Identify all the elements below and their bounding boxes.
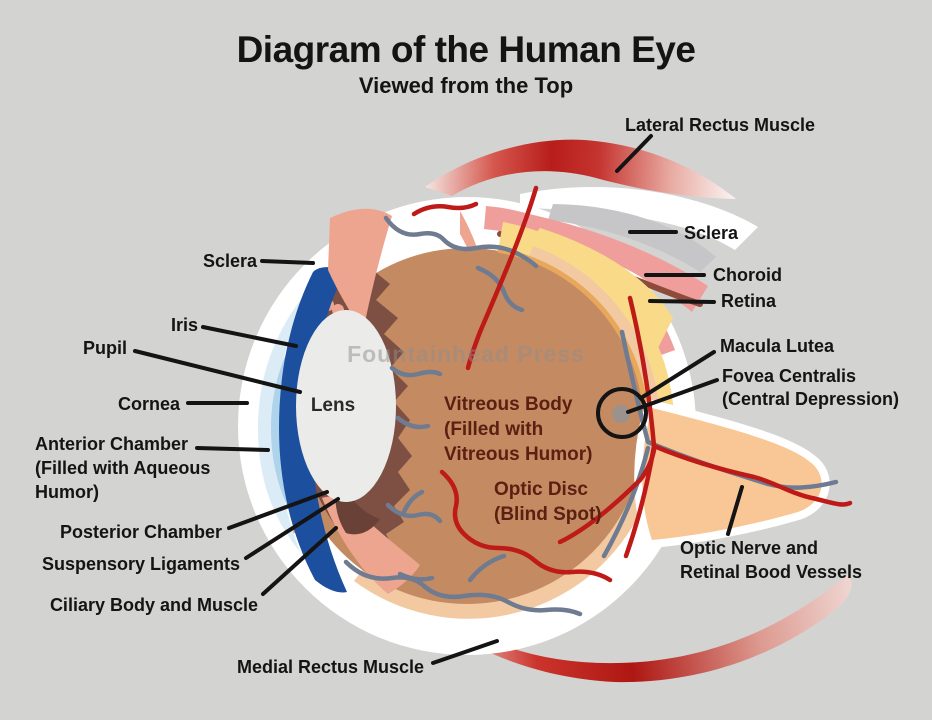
gray-vessel xyxy=(601,445,651,559)
label-iris: Iris xyxy=(171,315,198,335)
leader-fovea xyxy=(626,378,719,414)
leader-posterior-chamber xyxy=(227,490,329,530)
gray-vessel xyxy=(389,365,443,378)
leader-pupil xyxy=(133,349,302,394)
label-fovea-line2: (Central Depression) xyxy=(722,389,899,409)
gray-vessel xyxy=(475,265,525,313)
label-optic-disc-line1: Optic Disc xyxy=(494,479,588,500)
fovea-centralis-dot xyxy=(612,405,630,423)
outer-labels: Lateral Rectus Muscle Sclera Choroid Ret… xyxy=(35,115,899,677)
retinal-vessels-red xyxy=(411,185,853,583)
page-subtitle: Viewed from the Top xyxy=(359,73,573,98)
red-vessel xyxy=(465,185,539,371)
label-medial-rectus: Medial Rectus Muscle xyxy=(237,657,424,677)
label-sclera-left: Sclera xyxy=(203,251,258,271)
label-suspensory: Suspensory Ligaments xyxy=(42,554,240,574)
label-anterior-line3: Humor) xyxy=(35,482,99,502)
gray-vessel xyxy=(343,559,583,617)
label-ciliary: Ciliary Body and Muscle xyxy=(50,595,258,615)
page-title: Diagram of the Human Eye xyxy=(237,29,696,70)
red-vessel xyxy=(627,295,853,507)
sclera-cut-gray-band-shape xyxy=(548,204,716,272)
medial-rectus-muscle-shape xyxy=(428,574,852,683)
leader-macula xyxy=(639,350,716,400)
leader-medial-rectus xyxy=(431,639,499,665)
label-lateral-rectus: Lateral Rectus Muscle xyxy=(625,115,815,135)
leader-anterior-chamber xyxy=(195,446,270,452)
leader-optic-nerve xyxy=(726,485,744,536)
label-vitreous-line1: Vitreous Body xyxy=(444,394,573,415)
label-fovea-line1: Fovea Centralis xyxy=(722,366,856,386)
label-optic-disc-line2: (Blind Spot) xyxy=(494,504,602,525)
label-posterior-chamber: Posterior Chamber xyxy=(60,522,222,542)
leader-iris xyxy=(201,325,298,348)
anterior-chamber-shape xyxy=(271,308,312,544)
label-vitreous-line2: (Filled with xyxy=(444,419,543,440)
ciliary-salmon-band-shape xyxy=(281,211,490,534)
leader-lines xyxy=(133,134,744,665)
leader-sclera-left xyxy=(260,259,315,265)
label-optic-nerve-line2: Retinal Bood Vessels xyxy=(680,562,862,582)
label-macula: Macula Lutea xyxy=(720,336,835,356)
gray-vessel xyxy=(385,502,443,524)
gray-vessel xyxy=(467,553,507,583)
label-anterior-line2: (Filled with Aqueous xyxy=(35,458,210,478)
lateral-rectus-muscle-shape xyxy=(425,139,736,199)
label-anterior-line1: Anterior Chamber xyxy=(35,434,188,454)
label-lens: Lens xyxy=(311,395,355,416)
leader-ciliary xyxy=(261,526,338,596)
red-vessel xyxy=(557,447,657,545)
leader-lateral-rectus xyxy=(615,134,653,173)
label-pupil: Pupil xyxy=(83,338,127,358)
label-retina: Retina xyxy=(721,291,777,311)
gray-vessel xyxy=(395,415,431,430)
label-choroid: Choroid xyxy=(713,265,782,285)
lens-shape xyxy=(296,310,396,502)
gray-vessel xyxy=(401,489,425,515)
red-vessel xyxy=(439,469,613,583)
retina-peel-tip-shape xyxy=(528,228,673,352)
ciliary-body-top-shape xyxy=(328,208,392,332)
label-sclera-right: Sclera xyxy=(684,223,739,243)
macula-lutea-circle xyxy=(596,387,648,439)
cornea-shape xyxy=(258,298,302,552)
label-optic-nerve-line1: Optic Nerve and xyxy=(680,538,818,558)
iris-shape xyxy=(279,267,347,593)
sclera-peel-tip-shape xyxy=(520,187,758,250)
watermark-text: Fountainhead Press xyxy=(347,341,585,367)
interior-labels: Vitreous Body (Filled with Vitreous Humo… xyxy=(444,394,602,525)
leader-retina xyxy=(648,299,716,304)
leader-suspensory xyxy=(244,497,340,560)
red-vessel xyxy=(411,201,479,217)
gray-vessel xyxy=(383,215,539,269)
label-vitreous-line3: Vitreous Humor) xyxy=(444,444,593,465)
label-cornea: Cornea xyxy=(118,394,181,414)
